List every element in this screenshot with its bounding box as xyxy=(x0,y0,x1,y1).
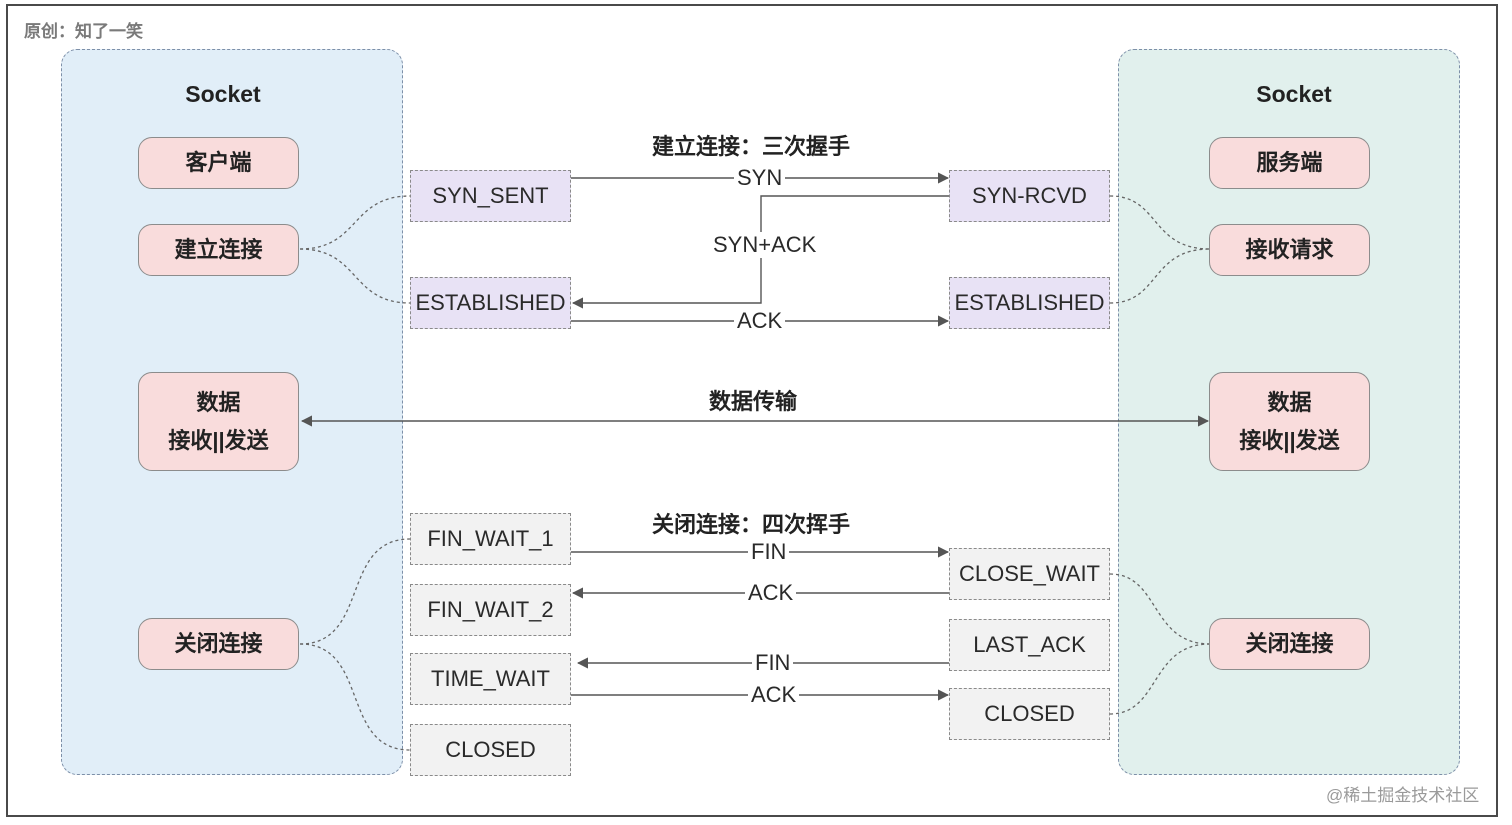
connector-close-finwait1 xyxy=(299,538,411,645)
client-socket-title: Socket xyxy=(185,81,261,107)
msg-ack: ACK xyxy=(734,308,786,334)
server-role-box: 服务端 xyxy=(1209,137,1370,189)
client-data-box: 数据 接收||发送 xyxy=(138,372,299,471)
transfer-title: 数据传输 xyxy=(709,389,798,414)
client-establish-box: 建立连接 xyxy=(138,224,299,276)
watermark-text: @稀土掘金技术社区 xyxy=(1326,786,1480,805)
state-server-closed: CLOSED xyxy=(949,688,1110,740)
client-data-line1: 数据 xyxy=(196,389,241,415)
msg-fin-1: FIN xyxy=(748,539,790,565)
server-accept-box: 接收请求 xyxy=(1209,224,1370,276)
msg-ack-2: ACK xyxy=(748,682,800,708)
server-role-label: 服务端 xyxy=(1256,150,1323,175)
msg-synack: SYN+ACK xyxy=(710,232,820,258)
server-close-label: 关闭连接 xyxy=(1245,631,1334,656)
state-server-established: ESTABLISHED xyxy=(949,277,1110,329)
client-role-label: 客户端 xyxy=(185,150,252,175)
client-establish-label: 建立连接 xyxy=(174,237,263,262)
connector-establish-synsent xyxy=(299,195,411,250)
state-syn-rcvd: SYN-RCVD xyxy=(949,170,1110,222)
state-fin-wait-2: FIN_WAIT_2 xyxy=(410,584,571,636)
server-socket-title: Socket xyxy=(1256,81,1332,107)
client-data-line2: 接收||发送 xyxy=(168,427,269,453)
server-data-box: 数据 接收||发送 xyxy=(1209,372,1370,471)
msg-ack-1: ACK xyxy=(745,580,797,606)
connector-established-accept xyxy=(1109,248,1211,304)
wave-title: 关闭连接：四次挥手 xyxy=(652,512,851,537)
state-client-established: ESTABLISHED xyxy=(410,277,571,329)
client-role-box: 客户端 xyxy=(138,137,299,189)
connector-synrcvd-accept xyxy=(1109,195,1211,250)
connector-close-closed xyxy=(299,643,411,751)
state-syn-sent: SYN_SENT xyxy=(410,170,571,222)
state-last-ack: LAST_ACK xyxy=(949,619,1110,671)
state-time-wait: TIME_WAIT xyxy=(410,653,571,705)
server-close-box: 关闭连接 xyxy=(1209,618,1370,670)
connector-establish-established xyxy=(299,248,411,304)
server-accept-label: 接收请求 xyxy=(1245,237,1334,262)
server-data-line2: 接收||发送 xyxy=(1239,427,1340,453)
connector-closewait-close xyxy=(1109,573,1211,645)
client-close-box: 关闭连接 xyxy=(138,618,299,670)
state-close-wait: CLOSE_WAIT xyxy=(949,548,1110,600)
handshake-title: 建立连接：三次握手 xyxy=(652,134,851,159)
server-data-line1: 数据 xyxy=(1267,389,1312,415)
msg-fin-2: FIN xyxy=(752,650,794,676)
client-close-label: 关闭连接 xyxy=(174,631,263,656)
state-client-closed: CLOSED xyxy=(410,724,571,776)
msg-syn: SYN xyxy=(734,165,786,191)
state-fin-wait-1: FIN_WAIT_1 xyxy=(410,513,571,565)
connector-closed-close xyxy=(1109,643,1211,715)
origin-credit: 原创：知了一笑 xyxy=(24,22,143,41)
